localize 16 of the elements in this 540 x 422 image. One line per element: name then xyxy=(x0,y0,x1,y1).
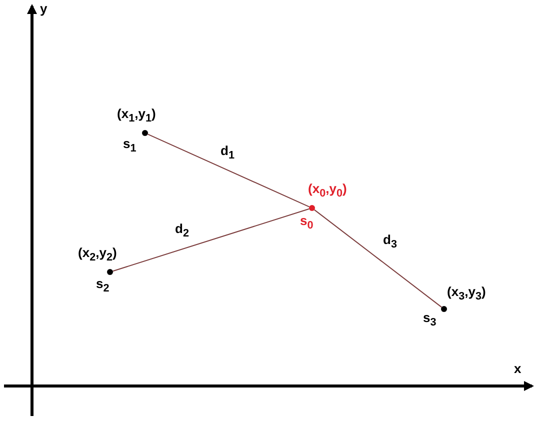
coordinate-label: (x$_{3}$,y$_{3}$) xyxy=(447,285,486,304)
coordinate-label: (x$_{0}$,y$_{0}$) xyxy=(308,182,347,201)
coordinate-label: (x$_{2}$,y$_{2}$) xyxy=(78,246,117,265)
line-segment xyxy=(112,208,310,272)
point-label: s$_{0}$ xyxy=(300,214,314,233)
point-label: s$_{1}$ xyxy=(123,137,136,156)
point-label: s$_{2}$ xyxy=(96,277,110,296)
axis-label: y xyxy=(40,2,48,16)
axis-label: x xyxy=(514,362,522,376)
distance-label: d$_{1}$ xyxy=(220,144,234,162)
point-label: s$_{3}$ xyxy=(423,311,436,330)
distance-label: d$_{3}$ xyxy=(383,232,397,252)
line-segment xyxy=(314,209,442,308)
line-segment xyxy=(147,134,310,208)
coordinate-label: (x$_{1}$,y$_{1}$) xyxy=(117,107,156,126)
distance-label: d$_{2}$ xyxy=(175,222,189,241)
